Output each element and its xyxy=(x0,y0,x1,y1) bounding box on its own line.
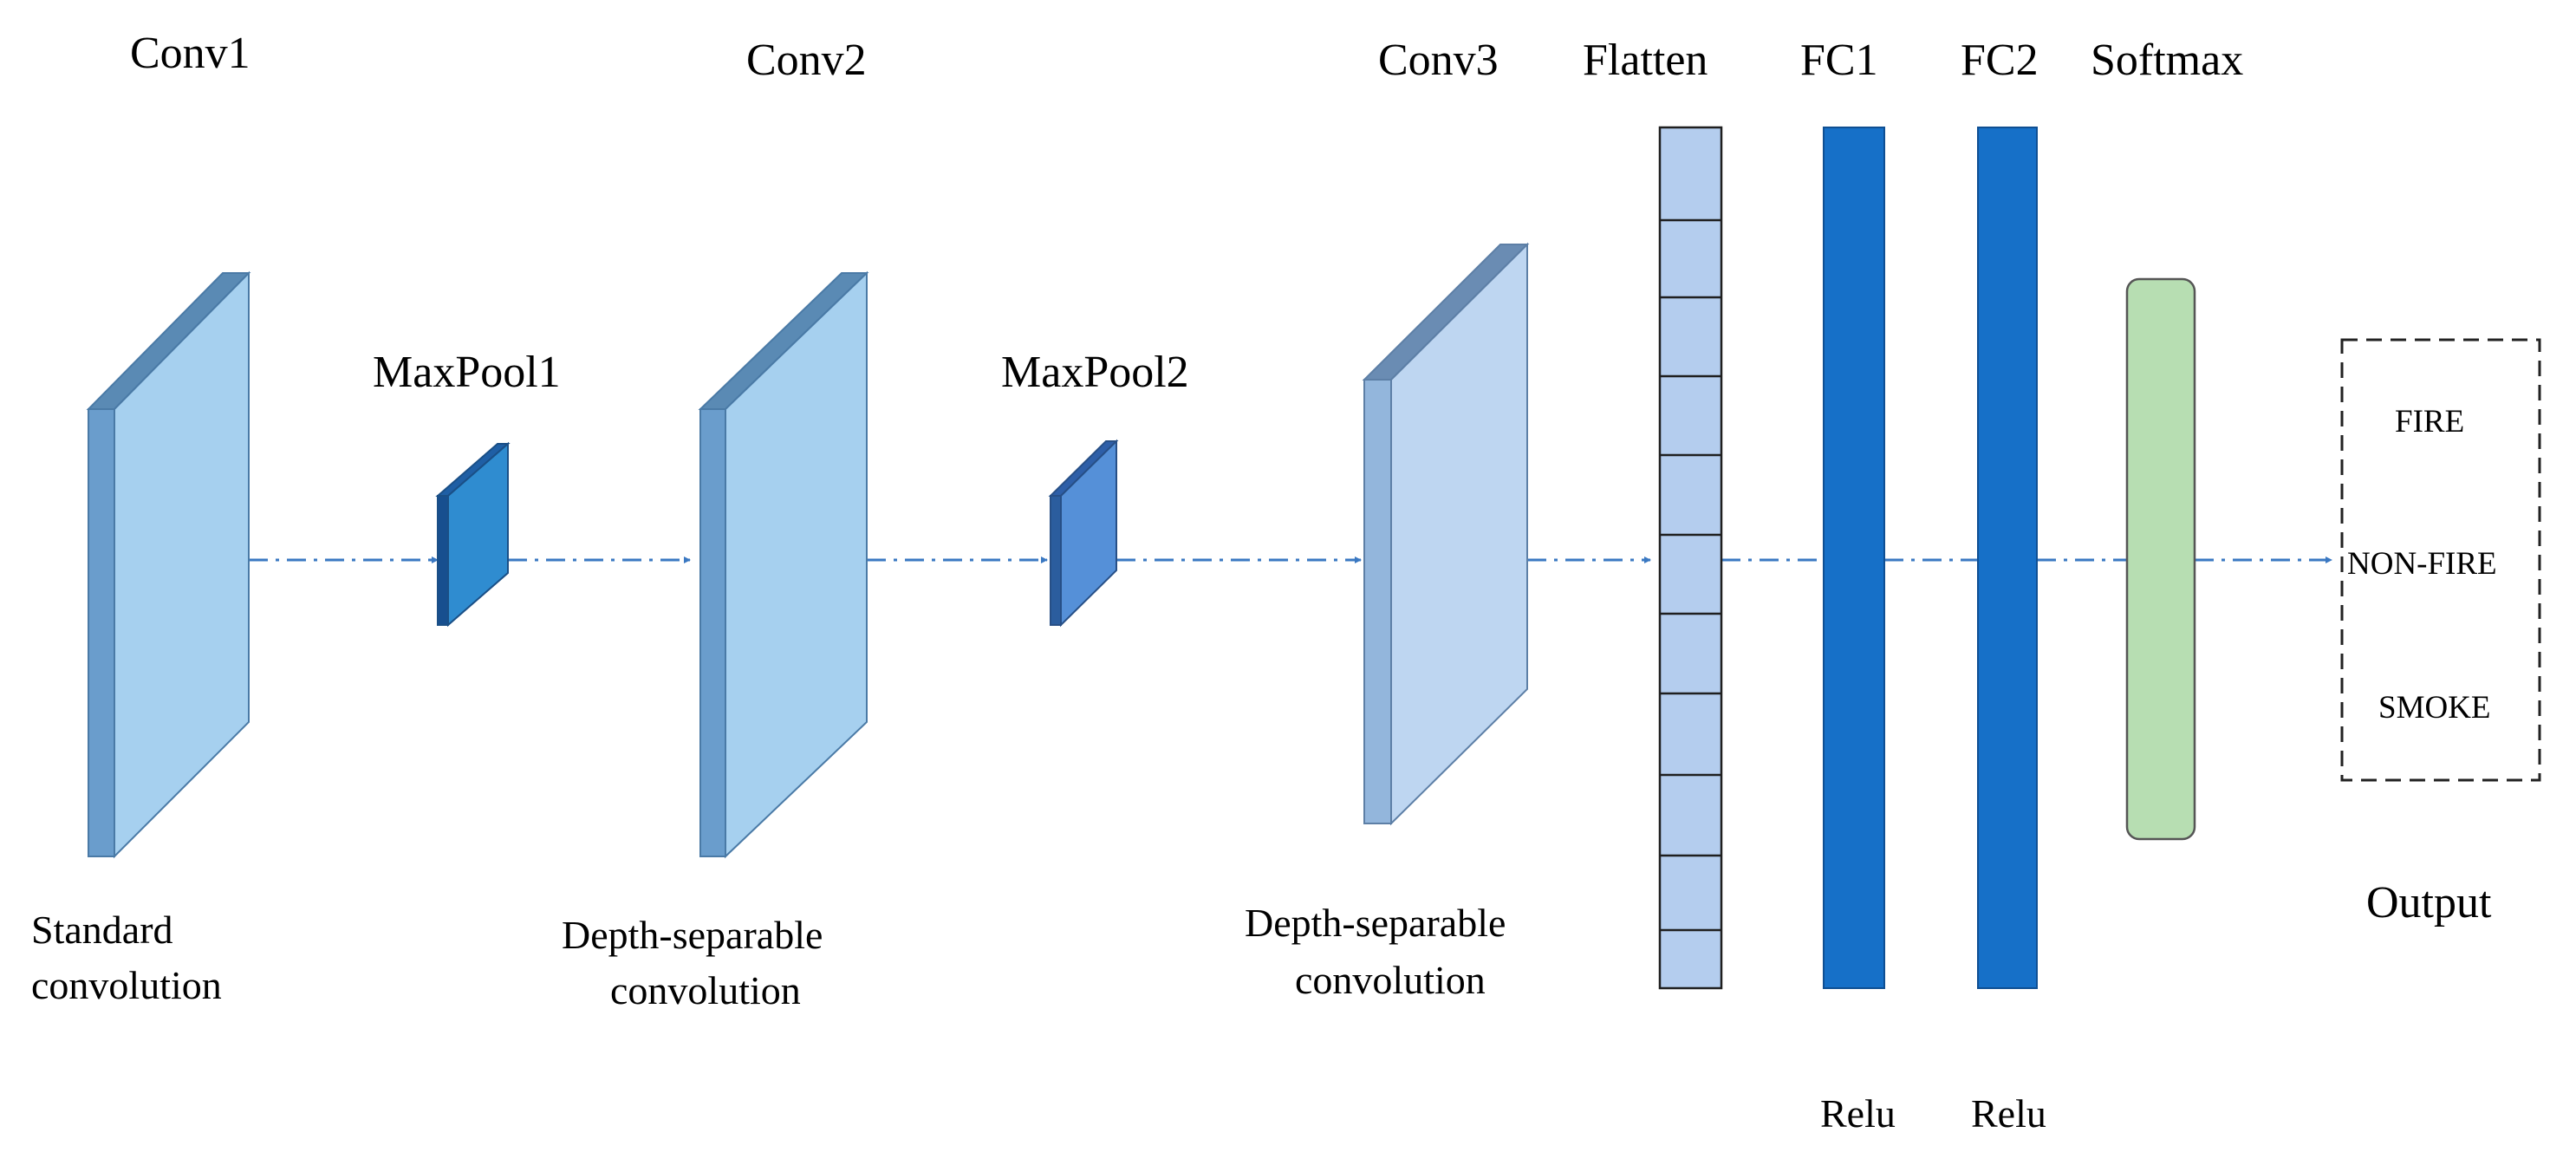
fc1-activation: Relu xyxy=(1820,1091,1896,1136)
conv3-caption-line2: convolution xyxy=(1295,958,1486,1002)
conv2-block xyxy=(698,270,869,859)
conv1-block xyxy=(86,270,251,859)
maxpool1-front-face xyxy=(437,495,449,626)
output-title: Output xyxy=(2366,878,2492,927)
maxpool1-title: MaxPool1 xyxy=(373,348,561,397)
conv2-caption-line2: convolution xyxy=(610,968,801,1012)
conv3-side-face xyxy=(1390,242,1528,826)
fc2-activation: Relu xyxy=(1971,1091,2046,1136)
conv1-side-face xyxy=(114,270,250,859)
softmax-block xyxy=(2125,277,2196,841)
maxpool1-block xyxy=(435,441,511,628)
maxpool2-title: MaxPool2 xyxy=(1001,348,1189,397)
layer-captions: Standard convolution Depth-separable con… xyxy=(31,901,2046,1136)
maxpool2-front-face xyxy=(1050,495,1062,626)
conv1-caption-line2: convolution xyxy=(31,963,222,1007)
fc2-title: FC2 xyxy=(1961,36,2039,85)
conv2-title: Conv2 xyxy=(746,36,867,85)
conv3-title: Conv3 xyxy=(1378,36,1499,85)
softmax-title: Softmax xyxy=(2091,36,2243,85)
maxpool1-side-face xyxy=(447,441,509,628)
conv1-title: Conv1 xyxy=(130,29,250,78)
flatten-block xyxy=(1658,126,1723,990)
output-class-non-fire: NON-FIRE xyxy=(2347,546,2497,582)
fc2-bar xyxy=(1977,127,2038,989)
conv1-front-face xyxy=(88,408,115,857)
maxpool2-side-face xyxy=(1060,439,1117,628)
maxpool2-block xyxy=(1048,439,1119,628)
conv3-block xyxy=(1362,242,1530,826)
fc1-bar xyxy=(1823,127,1885,989)
conv2-side-face xyxy=(725,270,868,859)
output-labels: FIRE NON-FIRE SMOKE Output xyxy=(2347,404,2497,927)
conv3-caption-line1: Depth-separable xyxy=(1245,901,1506,945)
conv1-caption-line1: Standard xyxy=(31,908,173,952)
flatten-column xyxy=(1658,126,1723,990)
output-class-smoke: SMOKE xyxy=(2378,690,2491,726)
layer-titles: Conv1 Conv2 Conv3 Flatten FC1 FC2 Softma… xyxy=(130,29,2243,397)
flatten-cell-dividers xyxy=(1660,218,1721,932)
output-class-fire: FIRE xyxy=(2395,404,2464,439)
output-box xyxy=(2340,338,2541,782)
conv2-caption-line1: Depth-separable xyxy=(562,913,823,957)
fc1-title: FC1 xyxy=(1800,36,1878,85)
conv2-front-face xyxy=(699,408,726,857)
conv3-front-face xyxy=(1363,379,1392,824)
flatten-title: Flatten xyxy=(1583,36,1708,85)
